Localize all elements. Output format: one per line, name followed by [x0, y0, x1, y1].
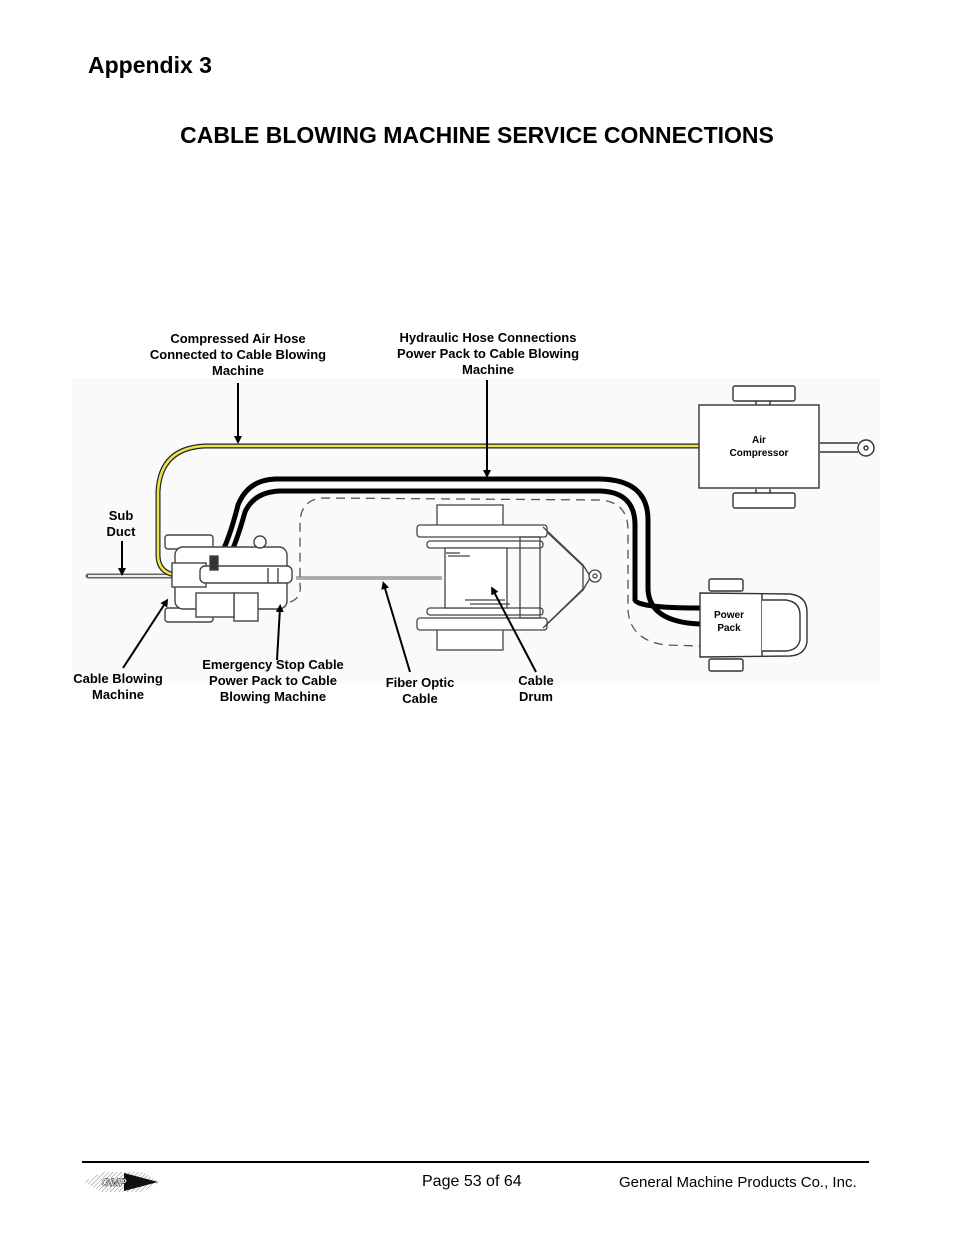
page-number: Page 53 of 64	[422, 1173, 522, 1190]
label-hydraulic-hose: Hydraulic Hose Connections Power Pack to…	[396, 330, 580, 377]
label-power-pack: Power Pack	[713, 610, 744, 634]
label-cable-blowing-machine: Cable Blowing Machine	[73, 671, 163, 702]
arrow-emergency-stop	[275, 604, 284, 661]
arrow-cable-drum	[491, 586, 537, 673]
logo-text: GMP	[101, 1177, 127, 1189]
label-fiber-optic-cable: Fiber Optic Cable	[385, 675, 455, 706]
label-emergency-stop-cable: Emergency Stop Cable Power Pack to Cable…	[202, 657, 344, 704]
power-pack	[699, 578, 808, 672]
compressed-air-hose	[155, 443, 700, 578]
hydraulic-hoses	[212, 476, 701, 627]
company-name: General Machine Products Co., Inc.	[619, 1174, 857, 1191]
label-air-compressor: Air Compressor	[729, 435, 789, 459]
label-compressed-air-hose: Compressed Air Hose Connected to Cable B…	[149, 331, 327, 378]
page-title: CABLE BLOWING MACHINE SERVICE CONNECTION…	[180, 122, 774, 148]
callout-arrows	[118, 380, 537, 673]
arrow-cable-blowing-machine	[122, 598, 169, 669]
footer-divider	[82, 1161, 869, 1163]
section-heading: Appendix 3	[88, 52, 212, 78]
label-cable-drum: Cable Drum	[518, 673, 554, 704]
cable-blowing-machine	[164, 534, 293, 623]
gmp-logo: GMP	[84, 1172, 160, 1192]
label-sub-duct: Sub Duct	[106, 508, 136, 539]
emergency-stop-cable	[289, 497, 701, 647]
air-compressor	[698, 385, 875, 509]
arrow-fiber-optic-cable	[381, 581, 411, 673]
